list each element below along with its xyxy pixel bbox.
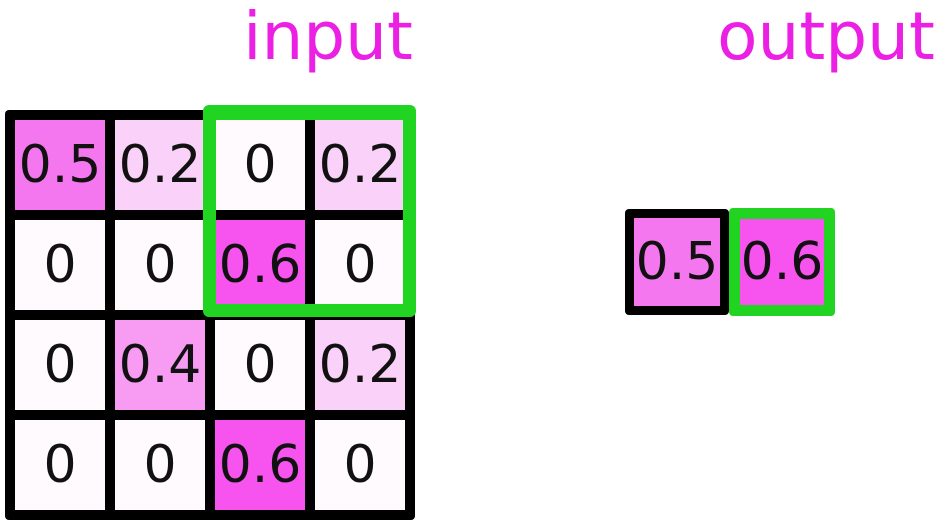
input-title: input <box>243 0 413 75</box>
input-cell-r3c2: 0.4 <box>115 320 205 410</box>
input-cell-r3c3: 0 <box>215 320 305 410</box>
input-cell-r4c1: 0 <box>15 420 105 510</box>
input-cell-r1c4: 0.2 <box>315 120 405 210</box>
input-cell-r3c4: 0.2 <box>315 320 405 410</box>
input-cell-r2c4: 0 <box>315 220 405 310</box>
input-cell-r2c2: 0 <box>115 220 205 310</box>
output-cell-1: 0.5 <box>625 209 729 315</box>
input-cell-r2c1: 0 <box>15 220 105 310</box>
input-cell-r1c1: 0.5 <box>15 120 105 210</box>
input-cell-r3c1: 0 <box>15 320 105 410</box>
input-cell-r4c2: 0 <box>115 420 205 510</box>
input-cell-r1c3: 0 <box>215 120 305 210</box>
output-title: output <box>717 0 935 75</box>
input-cell-r4c4: 0 <box>315 420 405 510</box>
input-cell-r4c3: 0.6 <box>215 420 305 510</box>
output-cell-2: 0.6 <box>729 208 835 316</box>
input-cell-r2c3: 0.6 <box>215 220 305 310</box>
input-cell-r1c2: 0.2 <box>115 120 205 210</box>
